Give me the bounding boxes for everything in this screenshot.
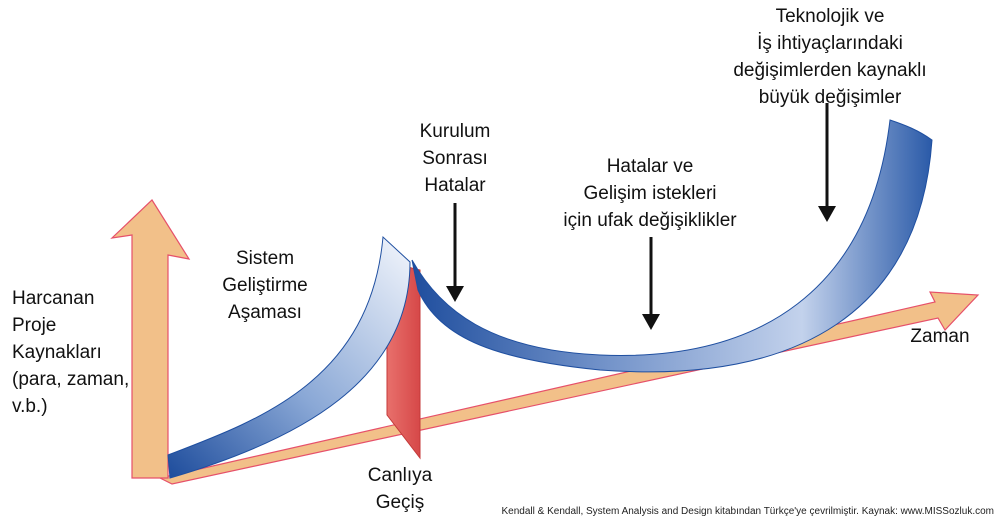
major-changes-arrow [818, 103, 836, 222]
minor-changes-arrow [642, 237, 660, 330]
time-axis-label: Zaman [910, 326, 970, 347]
development-phase-label: Sistem Geliştirme Aşaması [222, 248, 308, 323]
major-changes-label: Teknolojik ve İş ihtiyaçlarındaki değişi… [733, 6, 927, 108]
development-curve [167, 235, 411, 479]
post-install-arrow [446, 203, 464, 302]
post-install-errors-label: Kurulum Sonrası Hatalar [419, 121, 491, 196]
resources-axis-arrow [110, 199, 191, 479]
go-live-label: Canlıya Geçiş [367, 465, 433, 513]
minor-changes-label: Hatalar ve Gelişim istekleri için ufak d… [563, 156, 737, 231]
y-axis-label: Harcanan Proje Kaynakları (para, zaman, … [12, 288, 130, 417]
source-credit: Kendall & Kendall, System Analysis and D… [501, 506, 995, 517]
maintenance-curve [411, 119, 933, 373]
